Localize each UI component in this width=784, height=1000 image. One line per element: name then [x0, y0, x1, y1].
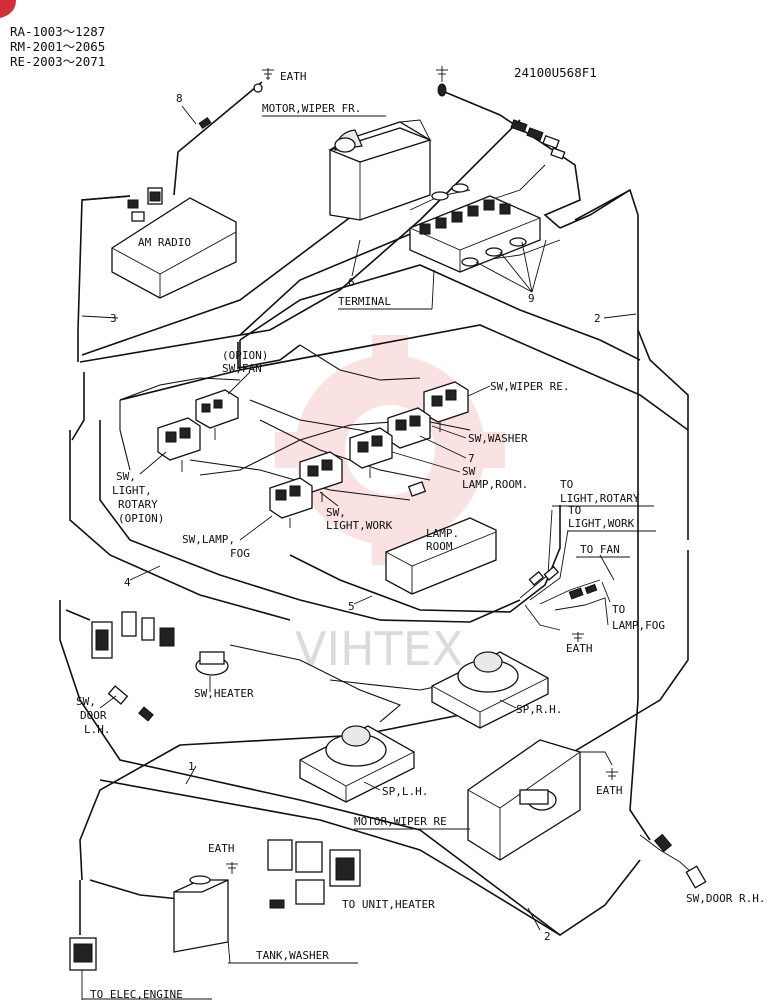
label-to-light-work-2: LIGHT,WORK [568, 517, 635, 530]
connector-elec-engine [69, 937, 97, 1000]
label-eath-right: EATH [596, 784, 623, 797]
switch-heater [91, 611, 229, 676]
label-sw-light-rotary-3: ROTARY [118, 498, 158, 511]
label-sw-door-lh-3: L.H. [84, 723, 111, 736]
label-sw-washer: SW,WASHER [468, 432, 528, 445]
label-to-unit-heater: TO UNIT,HEATER [342, 898, 435, 911]
label-sp-lh: SP,L.H. [382, 785, 428, 798]
label-tank-washer: TANK,WASHER [256, 949, 329, 962]
terminal-block [409, 183, 541, 273]
connector-cluster-top-right [510, 119, 566, 160]
label-sw-light-work-1: SW, [326, 506, 346, 519]
harness-number-2a: 2 [594, 312, 601, 325]
watermark-text: VIHTEX [295, 622, 463, 676]
switch-lamp-fog [269, 477, 313, 528]
tank-washer [173, 875, 229, 953]
label-sw-light-rotary-4: (OPION) [118, 512, 164, 525]
label-eath-top: EATH [280, 70, 307, 83]
label-sw-fan-2: SW,FAN [222, 362, 262, 375]
serial-line-1: RA-1003～1287 [10, 24, 105, 39]
label-motor-wiper-re: MOTOR,WIPER RE [354, 815, 447, 828]
connector-cluster-right [528, 565, 598, 642]
ground-lead-8 [198, 68, 274, 130]
label-to-light-rotary-2: LIGHT,ROTARY [560, 492, 640, 505]
switch-wiper-rear [423, 381, 469, 432]
label-motor-wiper-fr: MOTOR,WIPER FR. [262, 102, 361, 115]
part-number: 24100U568F1 [514, 65, 597, 80]
ground-symbol-top [436, 66, 448, 97]
switch-door-left [107, 685, 154, 722]
harness-number-7: 7 [468, 452, 475, 465]
harness-number-9: 9 [528, 292, 535, 305]
label-sw-light-rotary-1: SW, [116, 470, 136, 483]
lamp-room-unit [385, 481, 497, 595]
label-sw-door-lh-1: SW, [76, 695, 96, 708]
leader-lines [81, 105, 637, 931]
am-radio-unit [111, 187, 237, 299]
corner-mark [0, 0, 16, 18]
label-group: EATH MOTOR,WIPER FR. AM RADIO TERMINAL (… [76, 70, 765, 1000]
switch-panel-frame [119, 324, 689, 431]
harness-number-4: 4 [124, 576, 131, 589]
label-lamp-room-1: LAMP. [426, 527, 459, 540]
label-sw-wiper-re: SW,WIPER RE. [490, 380, 569, 393]
speaker-right [431, 651, 549, 729]
label-to-light-work-1: TO [568, 504, 581, 517]
label-sw-lamp-fog-1: SW,LAMP, [182, 533, 235, 546]
harness-number-5: 5 [348, 600, 355, 613]
switch-light-rotary [157, 417, 201, 472]
label-sw-lamp-room-2: LAMP,ROOM. [462, 478, 528, 491]
switch-door-right [653, 833, 707, 889]
label-to-lamp-fog-2: LAMP,FOG [612, 619, 665, 632]
harness-wires [59, 81, 701, 936]
label-terminal: TERMINAL [338, 295, 391, 308]
label-sw-heater: SW,HEATER [194, 687, 254, 700]
connector-unit-heater [226, 839, 361, 909]
label-eath-mid: EATH [566, 642, 593, 655]
label-am-radio: AM RADIO [138, 236, 191, 249]
label-sw-door-lh-2: DOOR [80, 709, 107, 722]
label-sw-lamp-fog-2: FOG [230, 547, 250, 560]
speaker-left [299, 725, 415, 803]
harness-number-8: 8 [176, 92, 183, 105]
serial-line-2: RM-2001～2065 [10, 39, 105, 54]
switch-washer [387, 407, 431, 449]
label-sw-lamp-room-1: SW [462, 465, 476, 478]
harness-number-3: 3 [110, 312, 117, 325]
label-sw-light-work-2: LIGHT,WORK [326, 519, 393, 532]
label-eath-bottom: EATH [208, 842, 235, 855]
harness-number-1: 1 [188, 760, 195, 773]
label-to-fan: TO FAN [580, 543, 620, 556]
motor-wiper-front [328, 119, 432, 221]
harness-number-6: 6 [348, 276, 355, 289]
label-sp-rh: SP,R.H. [516, 703, 562, 716]
serial-line-3: RE-2003～2071 [10, 54, 105, 69]
label-sw-fan-1: (OPION) [222, 349, 268, 362]
label-sw-door-rh: SW,DOOR R.H. [686, 892, 765, 905]
label-sw-light-rotary-2: LIGHT, [112, 484, 152, 497]
harness-number-2b: 2 [544, 930, 551, 943]
label-lamp-room-2: ROOM [426, 540, 453, 553]
switch-fan [195, 389, 239, 440]
label-to-elec-engine: TO ELEC,ENGINE [90, 988, 183, 1000]
motor-wiper-rear [467, 739, 618, 861]
label-to-light-rotary-1: TO [560, 478, 573, 491]
label-to-lamp-fog-1: TO [612, 603, 625, 616]
switch-lamp-room [349, 427, 393, 478]
